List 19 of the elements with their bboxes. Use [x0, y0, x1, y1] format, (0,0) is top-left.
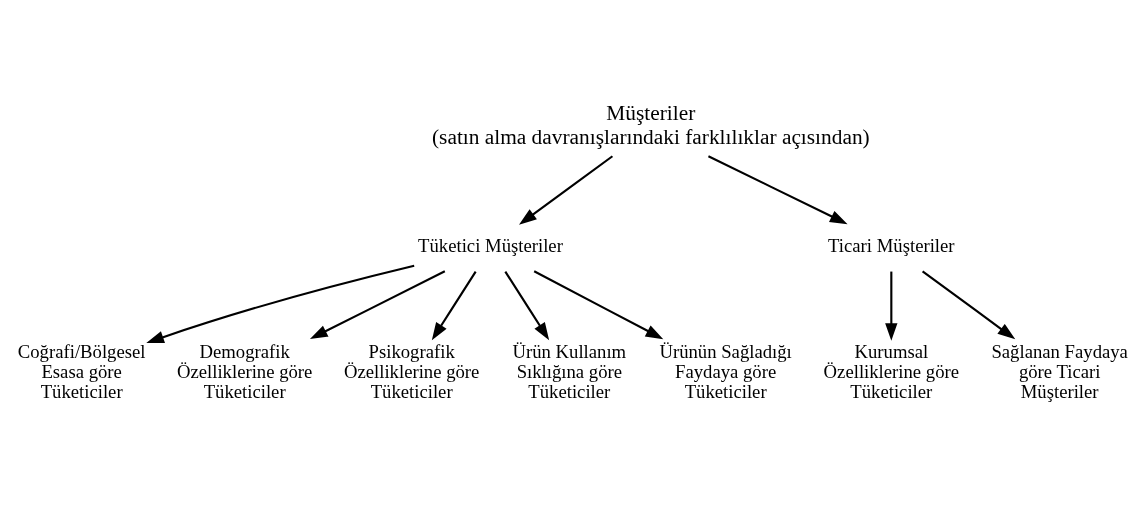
- arrow: [533, 269, 664, 339]
- node-text: Sağlanan Faydaya göre Ticari Müşteriler: [991, 340, 1128, 402]
- node-text: Demografik Özelliklerine göre Tüketiciler: [176, 340, 313, 402]
- arrow: [146, 264, 415, 343]
- arrow: [431, 270, 477, 340]
- arrow: [309, 269, 446, 339]
- node-text: Psikografik Özelliklerine göre Tüketiciler: [343, 340, 480, 402]
- arrow: [707, 154, 848, 224]
- node-text: Kurumsal Özelliklerine göre Tüketiciler: [823, 340, 960, 402]
- node-text: Ürünün Sağladığı Faydaya göre Tüketiciler: [659, 340, 792, 402]
- node-text: Ticari Müşteriler: [828, 234, 955, 256]
- arrow: [921, 269, 1016, 339]
- node-text: Ürün Kullanım Sıklığına göre Tüketiciler: [512, 340, 627, 402]
- node-text: Coğrafi/Bölgesel Esasa göre Tüketiciler: [17, 340, 146, 402]
- node-text: Müşteriler (satın alma davranışlarındaki farklılıklar açısından): [431, 100, 870, 149]
- arrow: [885, 271, 898, 341]
- arrow: [519, 154, 614, 225]
- arrow: [504, 270, 550, 340]
- node-text: Tüketici Müşteriler: [418, 234, 563, 256]
